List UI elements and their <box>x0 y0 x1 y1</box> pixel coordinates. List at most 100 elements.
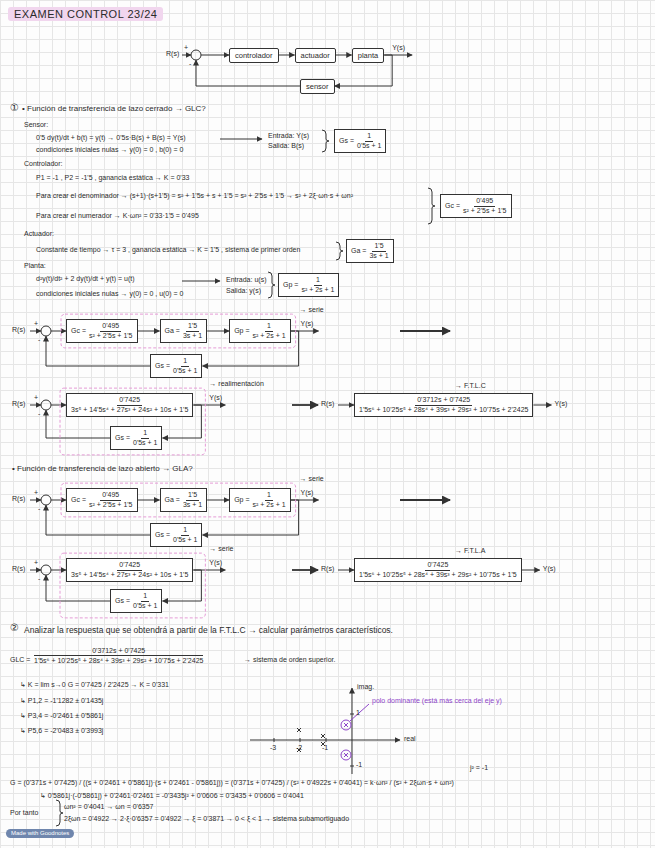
annotation-text: Para crear el numerador → K·ωn² = 0'33·1… <box>36 212 199 219</box>
input-wire <box>30 331 41 332</box>
annotation: R(s) <box>321 565 334 573</box>
annotation-text: → F.T.L.C <box>455 382 486 389</box>
annotation: Y(s) <box>209 394 222 402</box>
annotation-text: j² = -1 <box>470 764 488 771</box>
gain-name: Gc = <box>445 202 460 210</box>
annotation: + <box>34 394 38 402</box>
denominator: s² + 2s + 1 <box>253 332 286 340</box>
annotation-text: imag. <box>357 683 374 690</box>
big-arrow <box>400 330 450 332</box>
gain-name: Ga = <box>165 496 180 504</box>
denominator: 3s + 1 <box>183 332 202 340</box>
output-wire <box>533 405 551 406</box>
annotation-text: Analizar la respuesta que se obtendrá a … <box>24 625 393 635</box>
annotation: condiciones iniciales nulas → y(0) = 0 ,… <box>36 146 183 154</box>
input-wire <box>30 405 41 406</box>
annotation: 2ξωn = 0'4922 → 2·ξ·0'6357 = 0'4922 → ξ … <box>64 815 349 823</box>
denominator: s² + 2s + 1 <box>301 286 334 294</box>
annotation-text: ↳ P3,4 = -0'2461 ± 0'5861j <box>20 712 103 719</box>
block-label: planta <box>358 51 378 60</box>
input-wire <box>338 570 354 571</box>
summing-junction <box>41 400 51 410</box>
connector <box>207 500 229 501</box>
annotation-text: Sensor: <box>24 121 48 128</box>
output-wire <box>291 500 319 501</box>
annotation-text: GLC = <box>10 656 30 663</box>
section-heading: Analizar la respuesta que se obtendrá a … <box>24 625 393 635</box>
annotation: GLC = <box>10 656 30 664</box>
connector <box>138 500 160 501</box>
group-outline <box>60 388 205 455</box>
denominator: s² + 2s + 1 <box>253 501 286 509</box>
annotation: ↳ P1,2 = -1'1282 ± 0'1435j <box>20 697 103 705</box>
annotation: Y(s) <box>301 320 314 328</box>
denominator: s² + 2'5s + 1'5 <box>89 332 133 340</box>
gain-name: Gs = <box>115 434 130 442</box>
annotation: → sistema de orden superior. <box>244 656 335 664</box>
block-label: actuador <box>301 51 330 60</box>
annotation: ↳ K = lim s→0 G = 0'7425 / 2'2425 → K = … <box>20 681 169 689</box>
fraction: 0'74253s⁵ + 14'5s⁴ + 27s³ + 24s² + 10s +… <box>71 396 188 414</box>
annotation: - <box>38 410 40 418</box>
annotation: ωn² = 0'4041 → ωn = 0'6357 <box>64 803 154 811</box>
annotation: d²y(t)/dt² + 2 dy(t)/dt + y(t) = u(t) <box>36 275 135 283</box>
annotation-text: Salida: B(s) <box>268 142 304 149</box>
annotation: ↳ 0'5861j·(-0'5861j) + 0'2461·0'2461 = -… <box>40 792 304 800</box>
annotation: Y(s) <box>554 400 567 408</box>
fraction: 0'74251'5s⁶ + 10'25s⁵ + 28s⁴ + 39s³ + 29… <box>359 561 517 579</box>
section-number: ② <box>10 622 19 634</box>
output-wire <box>193 570 225 571</box>
arrow <box>182 281 220 282</box>
annotation: + <box>184 44 188 52</box>
annotation: Y(s) <box>301 489 314 497</box>
annotation: R(s) <box>12 495 25 503</box>
annotation: + <box>34 320 38 328</box>
group-outline <box>60 553 205 618</box>
block-label: controlador <box>235 51 273 60</box>
section-heading: • Función de transferencia de lazo cerra… <box>22 104 206 114</box>
fraction: 0'495s² + 2'5s + 1'5 <box>463 197 507 215</box>
annotation-text: → serie <box>300 475 324 482</box>
fraction: 1s² + 2s + 1 <box>253 322 286 340</box>
annotation-text: R(s) <box>12 495 25 502</box>
transfer-function-box: Gc =0'495s² + 2'5s + 1'5 <box>440 194 512 218</box>
annotation: R(s) <box>12 565 25 573</box>
annotation: ↳ P3,4 = -0'2461 ± 0'5861j <box>20 712 103 720</box>
gain-name: Gc = <box>71 327 86 335</box>
annotation: ↳ P5,6 = -2'0483 ± 0'3993j <box>20 727 103 735</box>
annotation-text: - <box>38 336 40 343</box>
gain-name: Gs = <box>155 362 170 370</box>
signal-name: Y(s) <box>392 44 405 52</box>
annotation-text: Y(s) <box>301 489 314 496</box>
watermark: Made with Goodnotes <box>6 829 74 838</box>
numerator: 1 <box>181 526 189 535</box>
numerator: 1 <box>141 592 149 601</box>
denominator: 1'5s⁶ + 10'25s⁵ + 28s⁴ + 39s³ + 29s² + 1… <box>359 406 528 414</box>
summing-junction <box>41 495 51 505</box>
annotation: Para crear el denominador → (s+1)·(s+1'5… <box>36 192 353 200</box>
annotation-text: ↳ P5,6 = -2'0483 ± 0'3993j <box>20 727 103 734</box>
numerator: 1 <box>265 491 273 500</box>
fraction: 10'5s + 1 <box>173 526 198 544</box>
annotation-text: Actuador: <box>24 230 54 237</box>
brace <box>268 272 275 298</box>
annotation-text: → sistema de orden superior. <box>244 656 335 663</box>
transfer-function-box: Gs =10'5s + 1 <box>110 426 162 450</box>
feedback-wire <box>196 60 300 86</box>
annotation: -2 <box>296 744 302 752</box>
annotation: - <box>38 575 40 583</box>
gain-name: Ga = <box>165 327 180 335</box>
transfer-function-box: Gp =1s² + 2s + 1 <box>229 488 290 512</box>
transfer-function-box: Gs =10'5s + 1 <box>150 523 202 547</box>
gain-name: Gs = <box>339 137 354 145</box>
annotation-text: R(s) <box>12 400 25 407</box>
annotation-text: Y(s) <box>392 44 405 51</box>
transfer-function-box: Ga =1'53s + 1 <box>346 239 394 263</box>
gain-name: Ga = <box>351 247 366 255</box>
fraction: 10'5s + 1 <box>357 132 382 150</box>
process-box: sensor <box>300 79 335 94</box>
annotation: Constante de tiempo → τ = 3 , ganancia e… <box>36 246 300 254</box>
numerator: 1 <box>265 322 273 331</box>
fraction: 1s² + 2s + 1 <box>253 491 286 509</box>
